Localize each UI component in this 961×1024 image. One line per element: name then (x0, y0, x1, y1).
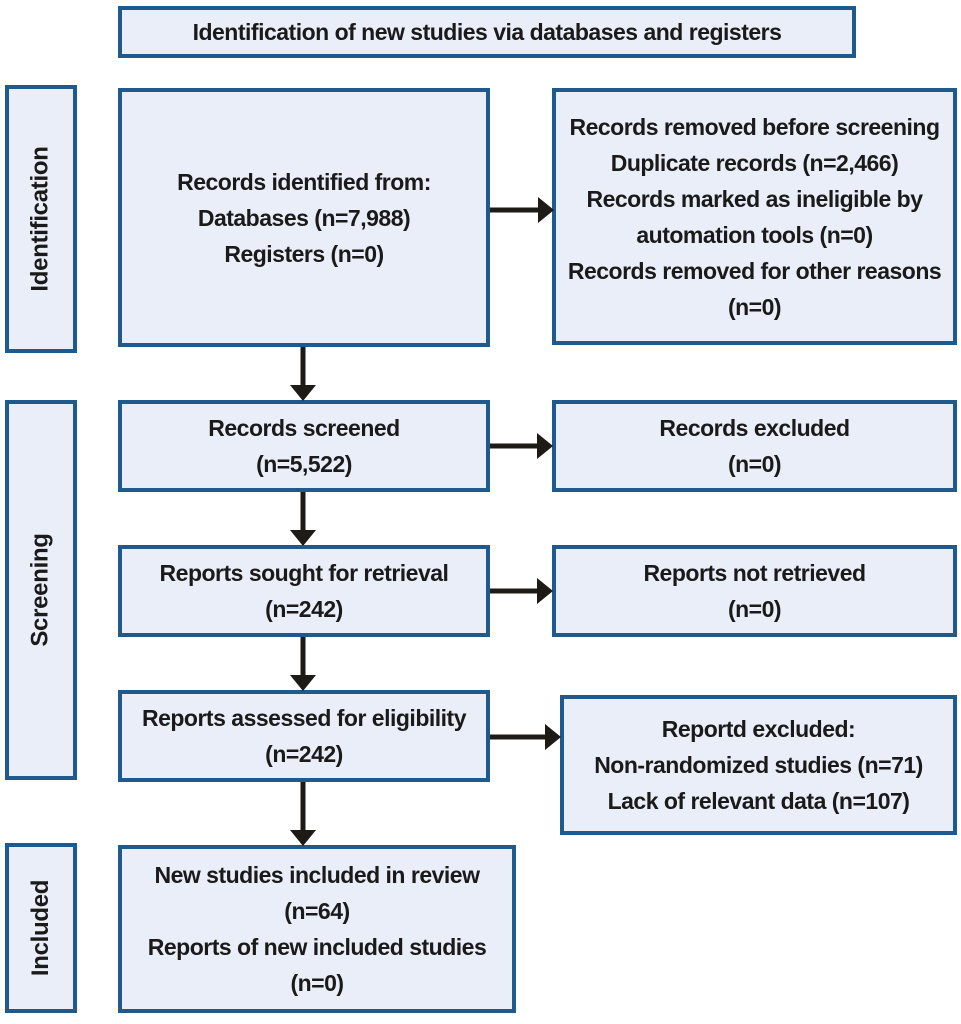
box-text-line: (n=242) (265, 741, 343, 767)
arrow-assessed-to-included (290, 782, 316, 846)
box-reports-not-retrieved: Reports not retrieved (n=0) (552, 545, 957, 637)
box-text-line: Non-randomized studies (n=71) (594, 752, 923, 778)
box-text-line: (n=0) (727, 293, 782, 320)
box-text-line: Reports assessed for eligibility (141, 705, 467, 731)
box-text-line: (n=0) (727, 451, 782, 477)
box-text-line: (n=0) (290, 970, 344, 996)
arrow-identified-to-screened (290, 347, 316, 401)
box-reports-assessed: Reports assessed for eligibility (n=242) (118, 690, 490, 782)
box-text-line: Records marked as ineligible by (586, 185, 923, 212)
box-text-line: automation tools (n=0) (636, 221, 873, 248)
box-text-line: Databases (n=7,988) (197, 204, 411, 231)
box-text-line: Records removed for other reasons (567, 257, 942, 284)
box-text-line: (n=242) (265, 596, 343, 622)
box-text-line: Reports sought for retrieval (159, 560, 449, 586)
diagram-title-text: Identification of new studies via databa… (192, 19, 782, 45)
phase-label-identification-text: Identification (27, 146, 55, 292)
phase-label-screening: Screening (5, 400, 77, 780)
box-text-line: Records identified from: (177, 168, 431, 195)
arrow-assessed-to-reports-excluded (490, 724, 561, 750)
box-reports-excluded: Reportd excluded: Non-randomized studies … (560, 695, 957, 835)
box-text-line: (n=0) (727, 596, 782, 622)
phase-label-identification: Identification (5, 85, 77, 353)
box-reports-sought: Reports sought for retrieval (n=242) (118, 545, 490, 637)
arrow-sought-to-assessed (290, 637, 316, 691)
arrow-sought-to-not-retrieved (490, 578, 553, 604)
box-records-excluded: Records excluded (n=0) (552, 400, 957, 492)
phase-label-included: Included (5, 843, 77, 1013)
box-text-line: Records removed before screening (569, 113, 940, 140)
arrow-identified-to-removed (490, 197, 554, 223)
box-text-line: (n=64) (284, 898, 350, 924)
box-text-line: Reports not retrieved (643, 560, 866, 586)
box-text-line: Records screened (208, 415, 400, 441)
box-text-line: Reports of new included studies (147, 934, 487, 960)
box-text-line: Reportd excluded: (661, 716, 856, 742)
box-text-line: Lack of relevant data (n=107) (607, 788, 910, 814)
arrow-screened-to-excluded (490, 433, 553, 459)
diagram-title: Identification of new studies via databa… (118, 6, 856, 58)
box-text-line: (n=5,522) (256, 451, 352, 477)
box-text-line: Duplicate records (n=2,466) (610, 149, 899, 176)
phase-label-screening-text: Screening (27, 533, 54, 647)
box-text-line: Records excluded (659, 415, 850, 441)
box-text-line: New studies included in review (154, 862, 480, 888)
box-records-identified: Records identified from: Databases (n=7,9… (118, 88, 490, 347)
box-text-line: Registers (n=0) (224, 240, 384, 267)
box-records-screened: Records screened (n=5,522) (118, 400, 490, 492)
arrow-screened-to-sought (290, 492, 316, 546)
box-new-studies-included: New studies included in review (n=64) Repo… (118, 845, 516, 1013)
phase-label-included-text: Included (27, 879, 54, 977)
